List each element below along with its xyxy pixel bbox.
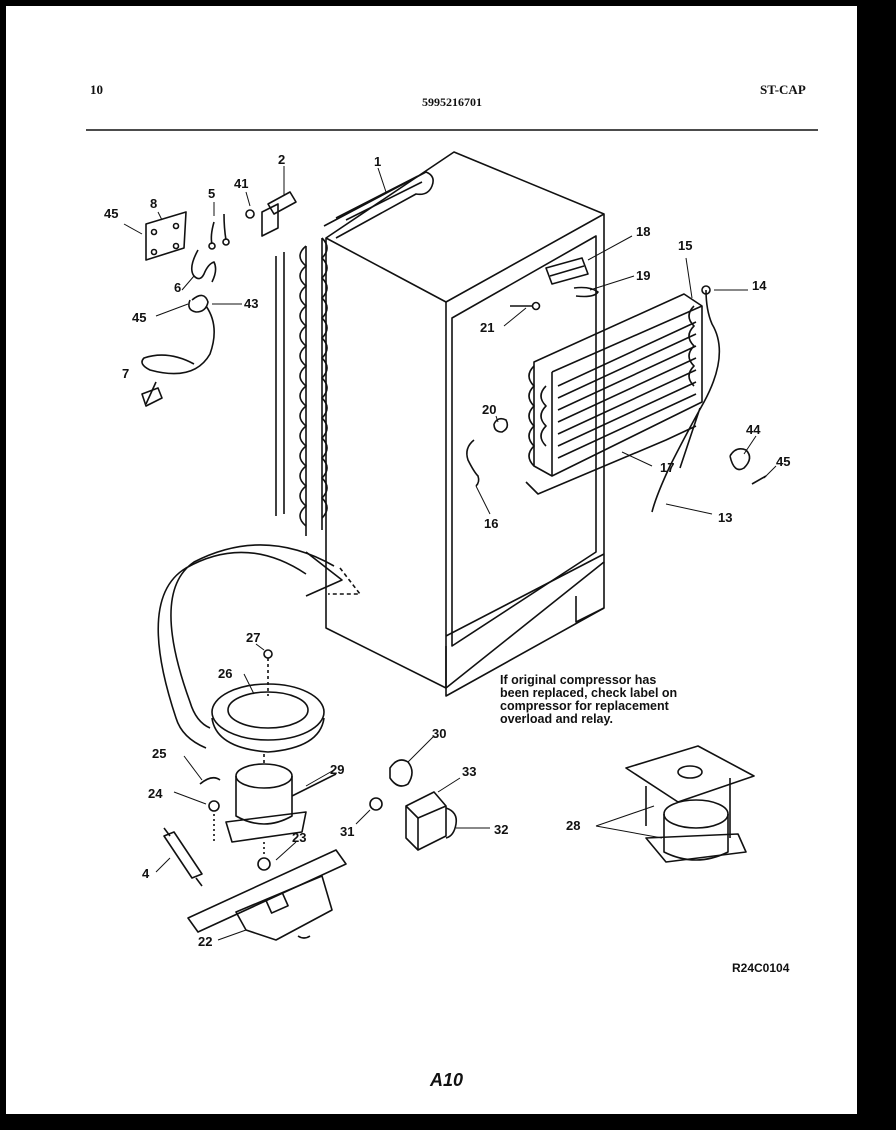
callout-24: 24 — [148, 786, 163, 801]
replacement-compressor-28 — [625, 745, 755, 863]
section-code: ST-CAP — [760, 82, 806, 97]
callout-21: 21 — [480, 320, 494, 335]
grommet-43 — [188, 294, 209, 313]
callout-32: 32 — [494, 822, 508, 837]
fitting-14 — [701, 285, 711, 295]
parts-diagram-sheet: 10 5995216701 ST-CAP — [6, 6, 857, 1114]
callout-1: 1 — [374, 154, 381, 169]
callout-33: 33 — [462, 764, 476, 779]
drier-4 — [163, 827, 203, 887]
callout-14: 14 — [752, 278, 767, 293]
callout-5: 5 — [208, 186, 215, 201]
callout-25: 25 — [152, 746, 166, 761]
callout-16: 16 — [484, 516, 498, 531]
grommet-27 — [263, 649, 273, 659]
fitting-44 — [729, 448, 751, 471]
note-line: compressor for replacement — [500, 699, 669, 713]
model-number: 5995216701 — [422, 95, 482, 109]
leader-lines — [123, 166, 777, 941]
callout-19: 19 — [636, 268, 650, 283]
capillary-tube-13 — [651, 289, 721, 513]
clip-30 — [389, 759, 413, 787]
grommet-24 — [208, 800, 220, 812]
callout-44: 44 — [746, 422, 761, 437]
wire-32 — [445, 807, 458, 839]
note-line: If original compressor has — [500, 673, 657, 687]
callout-22: 22 — [198, 934, 212, 949]
cabinet-body — [325, 151, 605, 697]
callout-45-upper: 45 — [104, 206, 118, 221]
callout-45-middle: 45 — [132, 310, 146, 325]
drain-tube-16 — [466, 439, 480, 487]
callout-7: 7 — [122, 366, 129, 381]
callout-6: 6 — [174, 280, 181, 295]
note-line: overload and relay. — [500, 712, 614, 726]
callout-43: 43 — [244, 296, 258, 311]
grommet-23 — [257, 857, 271, 871]
callout-8: 8 — [150, 196, 157, 211]
callout-4: 4 — [142, 866, 150, 881]
exploded-parts-diagram: 1 2 4 5 6 7 8 13 14 15 16 17 18 19 20 21… — [86, 129, 818, 949]
power-cord-7 — [141, 305, 215, 405]
callout-13: 13 — [718, 510, 732, 525]
cord-plug — [141, 387, 163, 407]
bracket-18 — [545, 257, 589, 285]
callout-26: 26 — [218, 666, 232, 681]
mounting-bracket-8 — [145, 211, 187, 261]
callout-27: 27 — [246, 630, 260, 645]
clip-19 — [573, 286, 599, 298]
clip-25 — [199, 776, 221, 785]
bracket-2 — [267, 191, 297, 215]
callout-30: 30 — [432, 726, 446, 741]
relocation-arrow — [157, 544, 335, 749]
compressor-replacement-note: If original compressor has been replaced… — [500, 674, 740, 726]
callout-2: 2 — [278, 152, 285, 167]
wire-6 — [190, 249, 217, 283]
callout-41: 41 — [234, 176, 248, 191]
figure-id: R24C0104 — [732, 961, 790, 975]
screw-21 — [531, 301, 541, 311]
callout-labels: 1 2 4 5 6 7 8 13 14 15 16 17 18 19 20 21… — [104, 152, 790, 949]
page-label: A10 — [430, 1070, 464, 1090]
callout-29: 29 — [330, 762, 344, 777]
evaporator-15 — [525, 293, 703, 495]
callout-23: 23 — [292, 830, 306, 845]
callout-20: 20 — [482, 402, 496, 417]
relay-33 — [405, 791, 447, 851]
cover-31 — [369, 797, 383, 811]
callout-17: 17 — [660, 460, 674, 475]
note-line: been replaced, check label on — [500, 686, 678, 700]
compressor-29 — [225, 754, 337, 843]
fitting-20 — [493, 417, 509, 433]
base-tray-22 — [187, 849, 347, 941]
callout-18: 18 — [636, 224, 650, 239]
condenser-coil — [275, 171, 434, 536]
page-number: 10 — [90, 82, 103, 97]
callout-15: 15 — [678, 238, 692, 253]
callout-28: 28 — [566, 818, 580, 833]
callout-31: 31 — [340, 824, 354, 839]
callout-45-right: 45 — [776, 454, 790, 469]
screw-41 — [245, 209, 255, 219]
